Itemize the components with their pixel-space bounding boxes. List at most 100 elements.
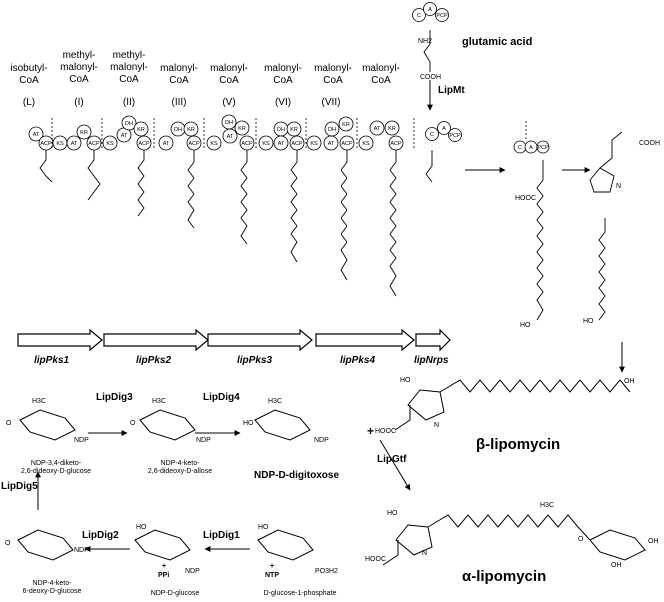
domain-c-nrps: C xyxy=(425,127,439,141)
svg-text:PCP: PCP xyxy=(449,133,461,139)
cofactor-plus-2: + xyxy=(270,563,275,570)
domain-kr-VI: KR xyxy=(286,121,302,137)
domain-acp-L: ACP xyxy=(38,135,54,151)
atom-ho-5: HO xyxy=(136,524,147,531)
precursor-label-7: malonyl- CoA xyxy=(362,63,400,86)
sugar-caption-6: D-glucose-1-phosphate xyxy=(263,590,337,597)
svg-text:AT: AT xyxy=(71,141,78,147)
atom-cooh-inter: COOH xyxy=(639,140,660,147)
atom-oh-alpha2: OH xyxy=(611,562,622,569)
svg-text:ACP: ACP xyxy=(341,141,353,147)
domain-kr-V: KR xyxy=(234,120,250,136)
atom-ho-alpha: HO xyxy=(387,510,398,517)
atom-ndp-3: NDP xyxy=(314,437,329,444)
atom-ndp-4: NDP xyxy=(74,547,89,554)
module-dividers xyxy=(51,118,527,150)
atom-o-2: O xyxy=(130,420,136,427)
glutamic-acid-label: glutamic acid xyxy=(462,36,533,48)
precursor-label-4: malonyl- CoA xyxy=(210,63,248,86)
domain-kr-I: KR xyxy=(76,124,92,140)
domain-acp-II: ACP xyxy=(136,135,152,151)
svg-text:KS: KS xyxy=(362,141,370,147)
atom-nh2: NH2 xyxy=(418,38,433,45)
atom-ho-6: HO xyxy=(258,524,269,531)
svg-text:C: C xyxy=(430,132,434,138)
atom-oh-beta: OH xyxy=(624,378,635,385)
svg-text:ACP: ACP xyxy=(40,141,52,147)
atom-o-alpha: O xyxy=(578,536,584,543)
domain-dh-VI: DH xyxy=(273,121,289,137)
gene-arrows xyxy=(17,328,451,352)
plus-sign: + xyxy=(367,424,375,438)
sugar-rings xyxy=(17,409,646,561)
module-label-VI: (VI) xyxy=(274,97,292,108)
product-beta-lipomycin: β-lipomycin xyxy=(476,436,561,453)
svg-text:ACP: ACP xyxy=(291,141,303,147)
enzyme-lipdig2: LipDig2 xyxy=(82,530,119,541)
domain-acp-I: ACP xyxy=(86,135,102,151)
svg-text:ACP: ACP xyxy=(188,141,200,147)
domain-ks-V: KS xyxy=(206,135,222,151)
product-alpha-lipomycin: α-lipomycin xyxy=(462,568,547,585)
svg-text:ACP: ACP xyxy=(390,141,402,147)
atom-n-beta: N xyxy=(434,422,440,429)
enzyme-lipdig4: LipDig4 xyxy=(203,392,240,403)
svg-text:DH: DH xyxy=(125,121,133,127)
atom-ndp-2: NDP xyxy=(196,437,211,444)
domain-acp-VIII: ACP xyxy=(388,135,404,151)
enzyme-lipdig3: LipDig3 xyxy=(96,392,133,403)
gene-lippks4: lipPks4 xyxy=(340,355,376,366)
svg-text:AT: AT xyxy=(374,126,381,132)
domain-dh-VII: DH xyxy=(324,121,340,137)
svg-text:PCP: PCP xyxy=(436,13,448,19)
precursor-label-0: isobutyl- CoA xyxy=(10,63,48,86)
domain-kr-VII: KR xyxy=(338,116,354,132)
polyketide-chains xyxy=(39,30,623,321)
domain-dh-V: DH xyxy=(221,114,237,130)
atom-ho-beta: HO xyxy=(400,377,411,384)
svg-text:AT: AT xyxy=(33,132,40,138)
atom-hooc-inter: HOOC xyxy=(515,195,536,202)
atom-hooc-beta: HOOC xyxy=(375,428,396,435)
cofactor-ntp: NTP xyxy=(265,572,279,579)
atom-ho-3: HO xyxy=(243,420,254,427)
atom-o-1: O xyxy=(6,420,12,427)
svg-text:KR: KR xyxy=(80,130,88,136)
glu-domain-c: C xyxy=(412,8,426,22)
domain-a-inter: A xyxy=(524,140,538,154)
precursor-label-6: malonyl- CoA xyxy=(314,63,352,86)
beta-lipomycin-structure xyxy=(394,379,631,431)
domain-at-VIII: AT xyxy=(369,120,385,136)
svg-text:KS: KS xyxy=(106,141,114,147)
svg-text:AT: AT xyxy=(163,141,170,147)
domain-at-III: AT xyxy=(158,135,174,151)
glu-domain-a: A xyxy=(423,2,437,16)
atom-ndp-1: NDP xyxy=(74,437,89,444)
atom-ndp-5: NDP xyxy=(185,568,200,575)
svg-text:KR: KR xyxy=(290,127,298,133)
svg-text:KS: KS xyxy=(210,141,218,147)
enzyme-lipdig5: LipDig5 xyxy=(1,481,38,492)
domain-kr-VIII: KR xyxy=(384,120,400,136)
sugar-arrows xyxy=(35,430,411,552)
module-label-V: (V) xyxy=(222,97,236,108)
gene-lippks2: lipPks2 xyxy=(136,355,172,366)
module-label-VII: (VII) xyxy=(321,97,341,108)
domain-dh-II: DH xyxy=(121,115,137,131)
atom-ho-inter2: HO xyxy=(520,322,531,329)
svg-text:C: C xyxy=(518,145,522,151)
svg-text:ACP: ACP xyxy=(88,141,100,147)
gene-lippks3: lipPks3 xyxy=(237,355,273,366)
domain-acp-VII: ACP xyxy=(339,135,355,151)
sugar-caption-2: NDP-4-keto- 2,6-dideoxy-D-allose xyxy=(147,460,213,475)
gene-lipnrps: lipNrps xyxy=(414,355,449,366)
domain-at-VII: AT xyxy=(323,135,339,151)
svg-text:PCP: PCP xyxy=(537,145,549,151)
svg-text:A: A xyxy=(529,145,533,151)
atom-cooh-glu: COOH xyxy=(420,74,441,81)
svg-text:KR: KR xyxy=(388,126,396,132)
svg-text:AT: AT xyxy=(121,133,128,139)
svg-text:DH: DH xyxy=(328,127,336,133)
alpha-lipomycin-structure xyxy=(382,514,591,566)
